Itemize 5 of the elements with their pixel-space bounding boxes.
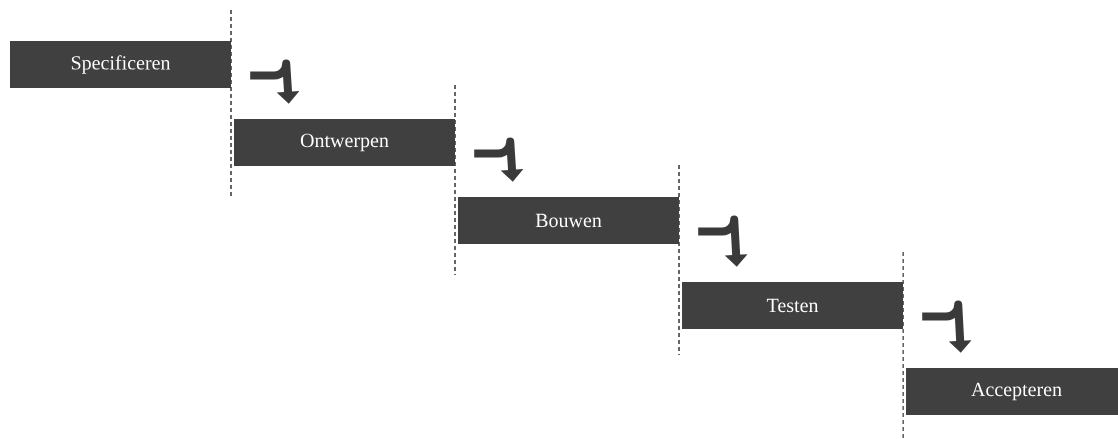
step-box: Testen — [682, 282, 903, 329]
step-box: Specificeren — [10, 41, 231, 88]
step-box: Accepteren — [906, 368, 1118, 415]
step-box: Ontwerpen — [234, 119, 455, 166]
step-box: Bouwen — [458, 197, 679, 244]
